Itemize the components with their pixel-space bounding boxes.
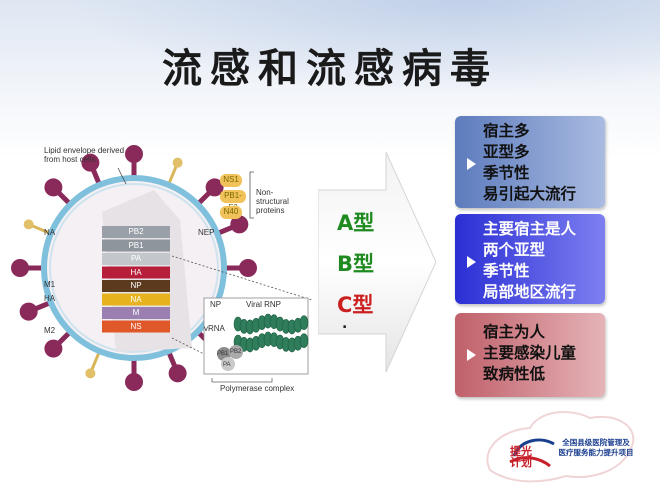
ha-spike-head — [230, 215, 249, 234]
viral-rnp-helix — [233, 313, 309, 353]
polymerase-bracket — [211, 378, 273, 383]
triangle-bullet-icon — [467, 158, 476, 170]
triangle-bullet-icon — [467, 256, 476, 268]
type-c-info-box: 宿主为人 主要感染儿童 致病性低 — [455, 313, 605, 397]
project-logo: 全国县级医院管理及 医疗服务能力提升项目 提光计划 — [470, 400, 650, 490]
ha-spike-head — [44, 339, 63, 358]
nonstructural-label: Non-structural proteins — [256, 188, 289, 215]
envelope-label: Lipid envelope derived from host cells — [44, 146, 125, 164]
ha-spike-head — [11, 259, 29, 277]
segment-label-na: NA — [130, 294, 142, 304]
rnp-pb1-label: PB1 — [217, 351, 229, 357]
na-spike-head — [23, 219, 34, 230]
label-ha: HA — [44, 294, 56, 303]
type-b-info-box: 主要宿主是人 两个亚型 季节性 局部地区流行 — [455, 214, 605, 304]
virus-illustration — [11, 145, 313, 391]
info-line: 亚型多 — [483, 143, 530, 161]
big-arrow — [318, 152, 437, 372]
rnp-inset-frame — [203, 297, 309, 375]
china-map-icon — [486, 411, 635, 483]
segment-na — [102, 293, 170, 306]
type-c-label: C型 — [337, 293, 374, 317]
segment-pb1 — [102, 239, 170, 252]
info-line: 局部地区流行 — [483, 283, 577, 301]
title-background-shine — [0, 0, 660, 110]
envelope-pointer — [117, 167, 127, 185]
logo-line-2: 医疗服务能力提升项目 — [558, 448, 634, 457]
logo-line-1: 全国县级医院管理及 — [562, 438, 630, 447]
ha-spike-head — [239, 259, 257, 277]
logo-chars: 提光计划 — [510, 445, 532, 469]
segment-m — [102, 307, 170, 319]
arrow-shape — [318, 152, 437, 372]
ha-spike-head — [168, 364, 187, 383]
ns1-label: NS1 — [220, 174, 242, 187]
rnp-np-label: NP — [210, 300, 222, 309]
influenza-virus-diagram: Lipid envelope derived from host cells N… — [11, 128, 313, 398]
pb1-f2-label: PB1-F2 — [220, 190, 246, 212]
ha-spike-head — [205, 178, 224, 197]
label-na: NA — [44, 228, 56, 237]
np-subunit — [299, 333, 309, 348]
label-m1: M1 — [44, 280, 56, 289]
slide-title: 流感和流感病毒 — [162, 46, 498, 92]
segment-label-ns: NS — [130, 321, 142, 331]
np-subunit — [299, 315, 309, 330]
nonstructural-bracket — [249, 171, 254, 219]
segment-label-pa: PA — [130, 254, 142, 263]
info-line: 主要感染儿童 — [483, 344, 577, 362]
ha-spike-head — [19, 302, 38, 321]
polymerase-pb2 — [229, 345, 243, 359]
na-spike-head — [85, 368, 96, 379]
ha-spike-head — [81, 153, 100, 172]
label-nep: NEP — [198, 228, 215, 237]
type-dot: . — [342, 316, 348, 332]
segment-label-m: M — [132, 308, 140, 317]
info-line: 致病性低 — [483, 365, 546, 383]
rnp-pb2-label: PB2 — [230, 349, 242, 355]
rnp-pa-label: PA — [223, 362, 231, 368]
type-a-label: A型 — [337, 211, 375, 235]
ha-spike-head — [125, 145, 143, 163]
segment-pa — [102, 253, 170, 265]
na-spike-head — [172, 157, 183, 168]
info-line: 宿主为人 — [483, 323, 546, 341]
info-line: 宿主多 — [483, 122, 530, 140]
segment-ha — [102, 266, 170, 279]
zoom-line-top — [171, 255, 313, 301]
polymerase-pa — [221, 357, 235, 371]
segment-ns — [102, 320, 170, 333]
info-line: 两个亚型 — [483, 241, 546, 259]
rna-segments — [102, 226, 170, 333]
ha-spike-head — [125, 373, 143, 391]
type-b-label: B型 — [337, 252, 375, 276]
segment-label-ha: HA — [130, 267, 142, 277]
info-line: 季节性 — [483, 164, 530, 182]
segment-np — [102, 280, 170, 292]
matrix-layer — [49, 183, 219, 353]
type-a-info-box: 宿主多 亚型多 季节性 易引起大流行 — [455, 116, 605, 208]
rnp-vrna-label: vRNA — [204, 324, 225, 333]
rnp-viral-rnp-label: Viral RNP — [246, 300, 281, 309]
segment-pb2 — [102, 226, 170, 238]
info-line: 主要宿主是人 — [483, 220, 577, 238]
zoom-line-bottom — [171, 337, 233, 369]
ha-spike-head — [44, 178, 63, 197]
info-line: 易引起大流行 — [483, 185, 577, 203]
segment-label-pb1: PB1 — [128, 240, 144, 250]
info-line: 季节性 — [483, 262, 530, 280]
segment-label-np: NP — [130, 281, 142, 290]
polymerase-complex-label: Polymerase complex — [220, 384, 295, 393]
label-m2: M2 — [44, 326, 56, 335]
n40-label: N40 — [220, 206, 242, 219]
segment-label-pb2: PB2 — [128, 227, 144, 236]
triangle-bullet-icon — [467, 349, 476, 361]
